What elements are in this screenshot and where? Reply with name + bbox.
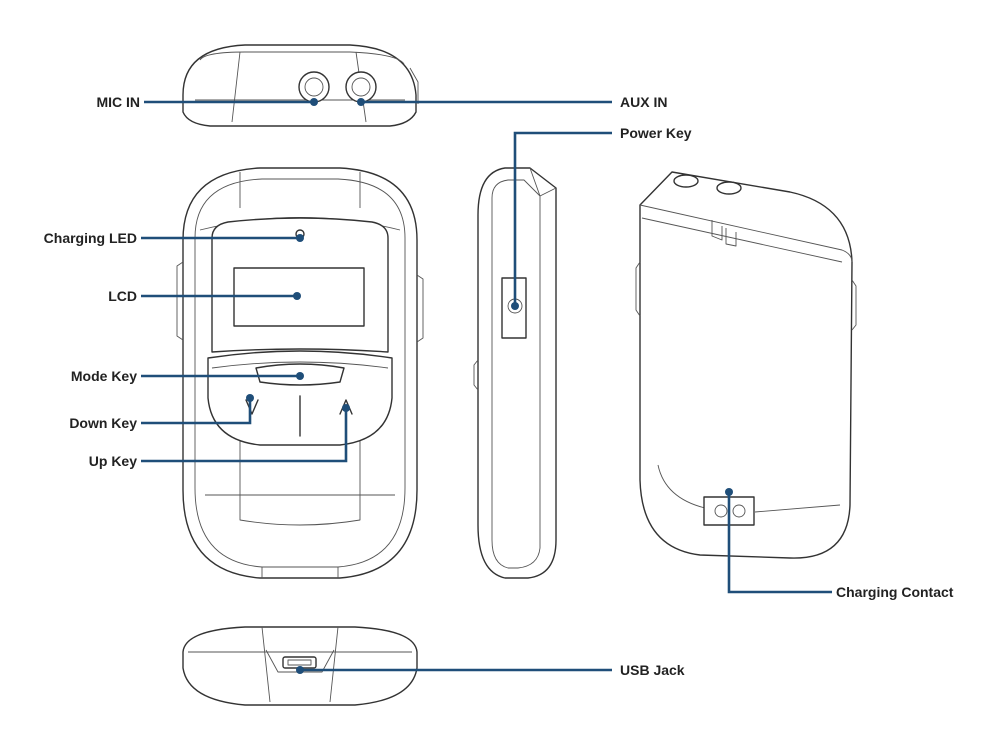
usb-jack-label: USB Jack: [620, 662, 685, 678]
top-view: [182, 44, 419, 127]
up-key-label: Up Key: [89, 453, 137, 469]
front-view: [176, 167, 424, 579]
mic-in-jack: [298, 71, 330, 103]
charging-contact-callout: [725, 488, 832, 594]
aux-in-callout: [357, 98, 612, 106]
back-top-jacks: [673, 174, 742, 195]
charging-led-label: Charging LED: [44, 230, 137, 246]
mic-in-callout: [144, 98, 318, 106]
aux-in-label: AUX IN: [620, 94, 667, 110]
down-key-label: Down Key: [69, 415, 137, 431]
side-view: [473, 167, 557, 579]
usb-jack: [282, 656, 317, 669]
back-view: [635, 171, 857, 559]
mode-key-callout: [141, 372, 304, 380]
charging-contact-label: Charging Contact: [836, 584, 954, 600]
charging-led-callout: [141, 234, 304, 242]
power-key-callout: [511, 131, 612, 310]
lcd-callout: [141, 292, 301, 300]
lcd-label: LCD: [108, 288, 137, 304]
down-key-symbol: [245, 399, 259, 415]
usb-jack-callout: [296, 666, 612, 674]
mode-key-label: Mode Key: [71, 368, 137, 384]
aux-in-jack: [345, 71, 377, 103]
up-key-callout: [141, 404, 350, 463]
down-key-callout: [141, 394, 254, 425]
mic-in-label: MIC IN: [96, 94, 140, 110]
power-key-label: Power Key: [620, 125, 692, 141]
up-key-symbol: [339, 399, 353, 415]
